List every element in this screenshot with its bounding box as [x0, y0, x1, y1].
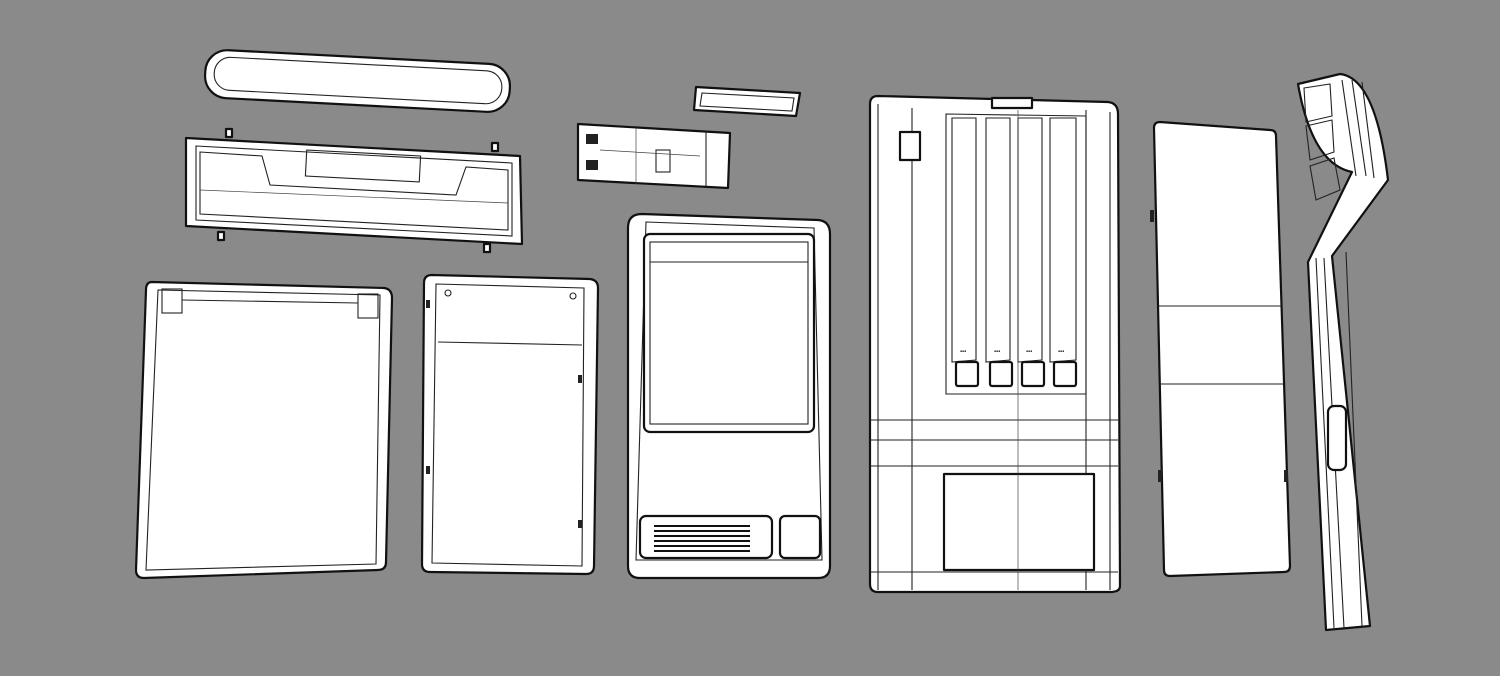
- top-tray: [184, 127, 524, 254]
- tall-side-panel: [1150, 120, 1292, 578]
- side-door: [420, 273, 600, 576]
- svg-text:▪▪▪: ▪▪▪: [994, 349, 1000, 353]
- support-leg: [1296, 72, 1390, 632]
- svg-text:▪▪▪: ▪▪▪: [960, 349, 966, 353]
- handle-bar: [203, 49, 512, 113]
- svg-text:▪▪▪: ▪▪▪: [1026, 349, 1032, 353]
- hinge-plate: [576, 122, 732, 190]
- vent-grille: [654, 525, 750, 552]
- slot-rack: ▪▪▪ ▪▪▪ ▪▪▪ ▪▪▪: [945, 113, 1087, 395]
- small-cap: [692, 85, 802, 118]
- back-panel: [134, 280, 394, 580]
- cabinet: ▪▪▪ ▪▪▪ ▪▪▪ ▪▪▪: [868, 94, 1122, 594]
- front-door: [626, 212, 832, 580]
- svg-text:▪▪▪: ▪▪▪: [1058, 349, 1064, 353]
